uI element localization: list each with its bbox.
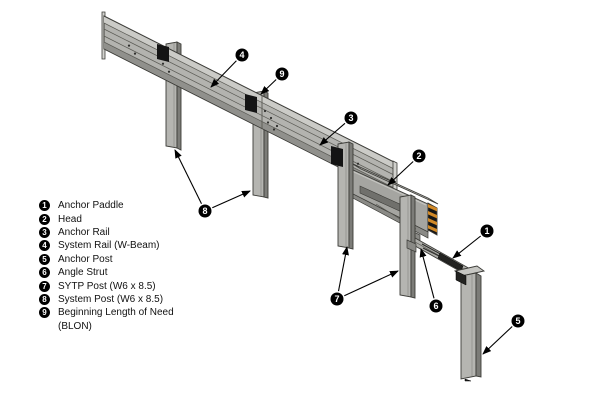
callout-1-arrow [452,235,482,259]
callout-3: 3 [319,111,358,146]
legend-item-label: Anchor Paddle [58,200,124,212]
callout-2-number: 2 [416,151,421,161]
anchor-paddle [437,252,464,272]
legend-item-6: 6 Angle Strut [39,266,174,279]
callout-8-number: 8 [202,206,207,216]
legend-item-1: 1 Anchor Paddle [39,199,174,212]
legend-item-number: 1 [39,200,50,212]
legend-item-8: 8 System Post (W6 x 8.5) [39,293,174,306]
callout-9: 9 [260,67,289,95]
legend: 1 Anchor Paddle 2 Head 3 Anchor Rail 4 System R… [39,199,174,333]
callout-3-number: 3 [348,113,353,123]
legend-item-9: 9 Beginning Length of Need [39,306,174,319]
callout-1-number: 1 [484,226,489,236]
callout-2-circle [412,149,426,163]
callout-5: 5 [482,314,525,355]
callout-9-number: 9 [279,69,284,79]
anchor-post [453,265,486,382]
callout-5-circle [511,314,525,328]
callout-3-arrow [319,122,346,146]
callout-2: 2 [387,149,426,186]
callout-8-arrow [212,190,251,209]
legend-item-2: 2 Head [39,212,174,225]
callout-8: 8 [174,149,251,218]
callout-1: 1 [452,224,494,259]
legend-item-label: Head [58,213,82,225]
legend-item-label: System Post (W6 x 8.5) [58,293,164,305]
sytp-post-1 [337,141,354,250]
callout-3-circle [344,111,358,125]
legend-item-label: System Rail (W-Beam) [58,240,160,252]
callout-7-number: 7 [334,294,339,304]
callout-5-number: 5 [515,316,520,326]
callout-1-circle [480,224,494,238]
legend-item-number: 6 [39,267,50,279]
legend-item-label: Anchor Rail [58,226,110,238]
callout-9-circle [275,67,289,81]
legend-item-number: 2 [39,213,50,225]
callout-4: 4 [210,48,249,88]
callout-6-number: 6 [433,301,438,311]
callout-4-circle [235,48,249,62]
callout-6-circle [429,299,443,313]
anchor-post-foot [464,378,472,382]
callout-7-circle [330,292,344,306]
legend-item-label: Angle Strut [58,267,108,279]
callout-9-arrow [260,79,277,95]
callout-8-circle [198,204,212,218]
legend-item-number: 8 [39,293,50,305]
legend-item-label: SYTP Post (W6 x 8.5) [58,280,156,292]
callout-2-arrow [387,161,414,186]
head-stripe-face [427,202,438,236]
callout-4-arrow [210,60,237,88]
legend-item-number: 3 [39,226,50,238]
sytp-post-2 [399,194,417,299]
legend-item-label: Beginning Length of Need [58,307,174,319]
post-bracket [406,239,417,253]
callout-7-arrow [344,270,399,297]
legend-item-number: 9 [39,307,50,319]
legend-item-label: Anchor Post [58,253,113,265]
callout-7: 7 [330,246,399,306]
blockout-1 [157,44,169,62]
legend-item-number: 4 [39,240,50,252]
callout-4-number: 4 [239,50,244,60]
legend-item-7: 7 SYTP Post (W6 x 8.5) [39,279,174,292]
callouts-layer: 1 2 3 4 5 6 7 8 9 [174,48,525,355]
callout-8-arrow [174,149,202,205]
blockout-2 [245,94,257,113]
blockout-3 [331,146,343,167]
legend-item-label: (BLON) [58,320,92,332]
legend-item-number: 5 [39,253,50,265]
legend-item-5: 5 Anchor Post [39,253,174,266]
callout-6: 6 [419,248,443,313]
legend-item-9-cont: (BLON) [39,320,174,333]
callout-7-arrow [337,246,349,292]
callout-6-arrow [419,248,435,299]
legend-item-number: 7 [39,280,50,292]
legend-item-4: 4 System Rail (W-Beam) [39,239,174,252]
anchor-bracket [455,270,467,286]
legend-item-3: 3 Anchor Rail [39,226,174,239]
callout-5-arrow [482,326,513,355]
